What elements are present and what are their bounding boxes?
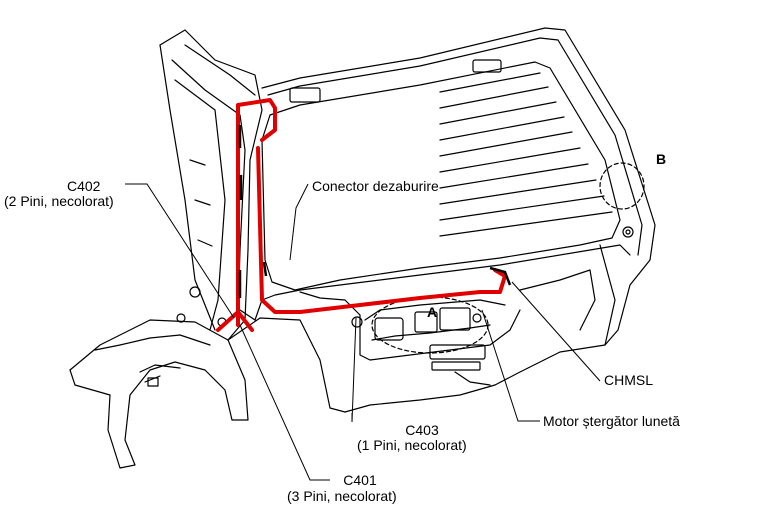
c401-label: C401 (343, 472, 377, 488)
wheel-arch (69, 317, 346, 469)
leader-lines (125, 183, 601, 481)
wiper-motor-label: Motor ștergător lunetă (543, 413, 680, 429)
c403-label: C403 (405, 422, 439, 438)
chmsl-label: CHMSL (604, 372, 654, 388)
detail-b-circle (599, 162, 645, 210)
body-pillar (159, 29, 263, 341)
detail-b-label: B (656, 151, 667, 167)
c401-detail: (3 Pini, necolorat) (287, 488, 397, 504)
harness-connectors (238, 125, 512, 298)
c402-detail: (2 Pini, necolorat) (4, 193, 114, 209)
tailgate-outer (239, 27, 656, 413)
conector-dezaburire-label: Conector dezaburire (312, 178, 439, 194)
rear-glass (261, 61, 621, 291)
detail-a-label: A (427, 304, 438, 320)
c402-label: C402 (67, 178, 101, 194)
c403-detail: (1 Pini, necolorat) (357, 437, 467, 453)
hinge (289, 59, 502, 103)
wiring-harness (216, 98, 507, 332)
detail-a-circle (371, 296, 489, 354)
lower-tailgate (299, 269, 596, 386)
